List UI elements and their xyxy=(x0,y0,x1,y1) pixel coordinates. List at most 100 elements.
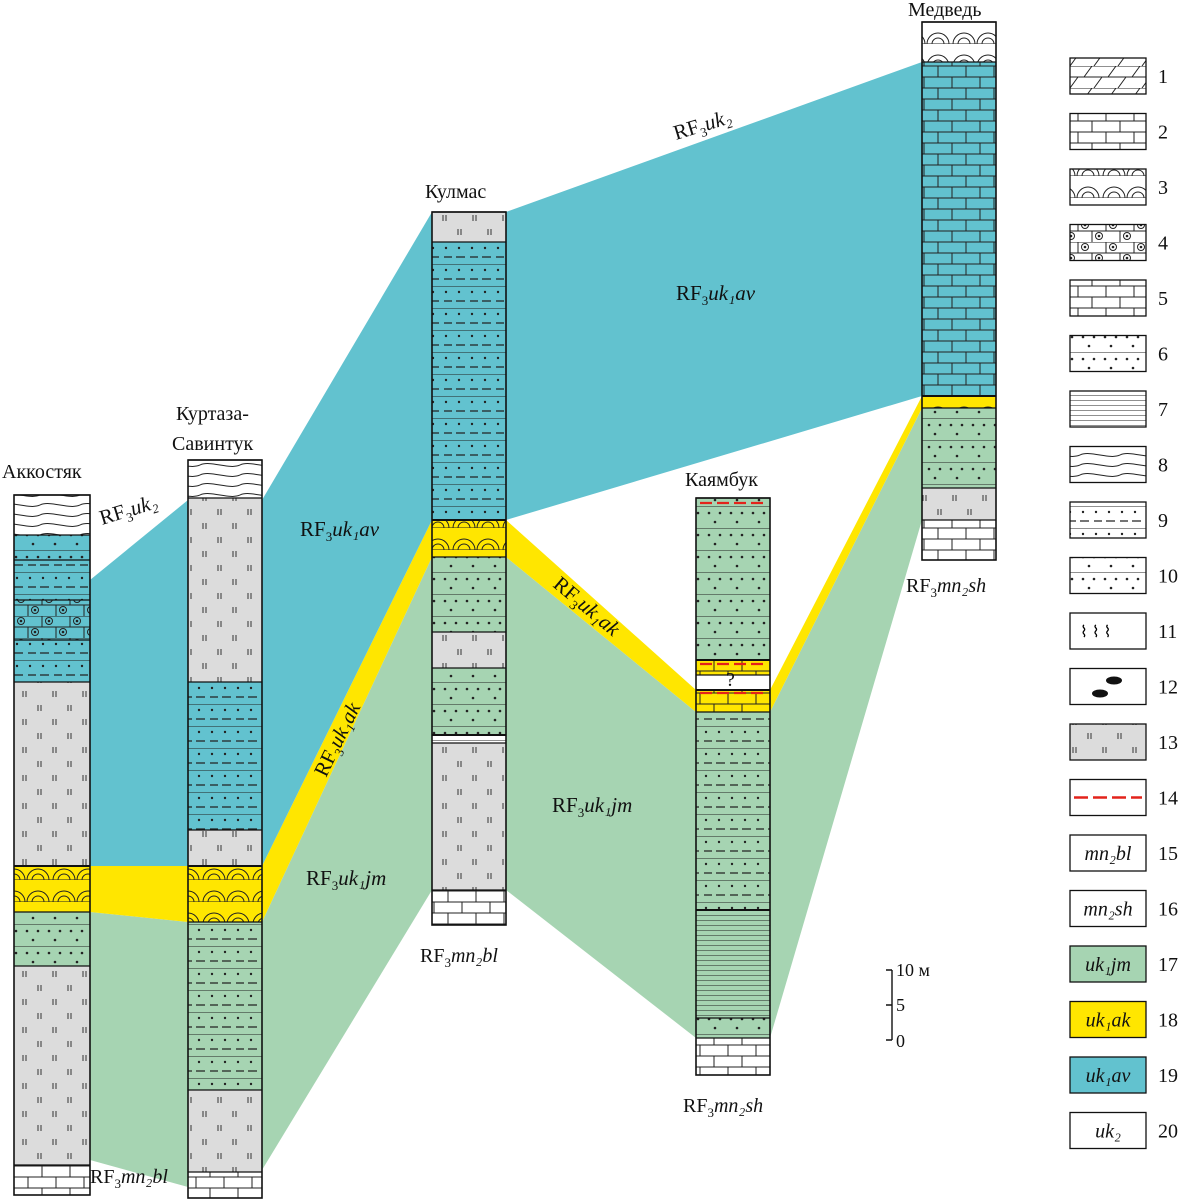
column-kayambuk xyxy=(695,497,771,1076)
label-ukav-right: RF3uk₁av xyxy=(676,281,756,308)
legend-pattern-5 xyxy=(1070,280,1146,316)
layer-pattern-kulmas-8 xyxy=(432,890,506,925)
layer-pattern-kulmas-0 xyxy=(432,212,506,242)
layer-pattern-medved-2 xyxy=(922,396,996,408)
legend-item-3: 3 xyxy=(1069,168,1168,206)
legend-num-13: 13 xyxy=(1158,732,1178,754)
legend-box-18 xyxy=(1070,1001,1146,1038)
layer-pattern-kulmas-2 xyxy=(432,520,506,557)
legend-num-10: 10 xyxy=(1158,566,1178,588)
layer-pattern-akkostyak-0 xyxy=(14,495,90,535)
correlation-zones xyxy=(90,62,922,1187)
legend-num-7: 7 xyxy=(1158,399,1168,421)
base-labels: RF3mn₂bl RF3mn₂bl RF3mn₂sh RF3mn₂sh ? xyxy=(90,575,986,1191)
legend-pattern-2 xyxy=(1070,113,1146,150)
legend-num-2: 2 xyxy=(1158,122,1168,144)
legend-item-12: 12 xyxy=(1069,667,1178,706)
zone-ak-kurt-kul xyxy=(262,520,432,922)
legend-box-16 xyxy=(1070,890,1146,927)
layer-pattern-akkostyak-6 xyxy=(14,866,90,912)
question-mark: ? xyxy=(726,669,735,691)
legend-frame-2 xyxy=(1069,112,1147,151)
layer-pattern-kurtaza-2 xyxy=(188,682,262,830)
legend-pattern-7 xyxy=(1070,391,1146,427)
legend-frame-7 xyxy=(1069,390,1147,428)
legend-pattern-8 xyxy=(1070,446,1146,483)
layer-pattern-kulmas-7 xyxy=(432,743,506,890)
column-frame-medved xyxy=(921,21,997,561)
legend-item-9: 9 xyxy=(1069,501,1168,539)
zone-jm-kul-kay xyxy=(506,557,696,1038)
layer-pattern-kulmas-1 xyxy=(432,242,506,520)
legend-num-18: 18 xyxy=(1158,1010,1178,1032)
layer-pattern-kurtaza-3 xyxy=(188,830,262,866)
layer-pattern-kayambuk-7 xyxy=(696,1038,770,1075)
column-frame-akkostyak xyxy=(13,494,91,1196)
legend-item-2: 2 xyxy=(1069,112,1168,151)
label-ukav-left: RF3uk₁av xyxy=(300,517,380,544)
legend-nodule-b xyxy=(1092,689,1108,698)
title-kayambuk: Каямбук xyxy=(685,469,758,491)
legend-num-15: 15 xyxy=(1158,843,1178,865)
legend-box-17 xyxy=(1070,946,1146,982)
legend-num-14: 14 xyxy=(1158,788,1178,810)
base-medved: RF3mn₂sh xyxy=(906,575,986,600)
column-medved xyxy=(921,21,997,561)
legend-item-4: 4 xyxy=(1069,223,1168,262)
legend-frame-1 xyxy=(1069,57,1147,95)
column-kulmas xyxy=(431,211,507,926)
layer-pattern-kurtaza-0 xyxy=(188,460,262,498)
column-frame-kayambuk xyxy=(695,497,771,1076)
layer-pattern-akkostyak-2 xyxy=(14,560,90,600)
legend-frame-19 xyxy=(1069,1056,1147,1094)
layer-pattern-akkostyak-9 xyxy=(14,1165,90,1195)
base-kulmas: RF3mn₂bl xyxy=(420,945,498,970)
legend-nodule-a xyxy=(1106,676,1122,685)
legend-frame-6 xyxy=(1069,334,1147,373)
layer-pattern-kurtaza-4 xyxy=(188,866,262,922)
legend-item-1: 1 xyxy=(1069,57,1168,95)
label-ukjm-right: RF3uk₁jm xyxy=(552,793,632,820)
layer-pattern-akkostyak-7 xyxy=(14,912,90,966)
zone-av-kurt-kul xyxy=(262,212,432,866)
zone-av-akk-kurt xyxy=(90,500,188,866)
legend-frame-17 xyxy=(1069,945,1147,983)
layer-pattern-kayambuk-4 xyxy=(696,712,770,910)
scale-line xyxy=(886,969,893,1041)
legend-box-12 xyxy=(1070,668,1146,705)
layer-pattern-akkostyak-5 xyxy=(14,682,90,866)
legend-frame-16 xyxy=(1069,889,1147,928)
legend-code-15: mn₂bl xyxy=(1085,843,1132,865)
legend-frame-10 xyxy=(1069,556,1147,595)
layer-pattern-medved-3 xyxy=(922,408,996,488)
legend-code-20: uk₂ xyxy=(1095,1121,1121,1143)
legend-num-17: 17 xyxy=(1158,954,1178,976)
legend-num-3: 3 xyxy=(1158,177,1168,199)
layer-pattern-kulmas-5 xyxy=(432,668,506,735)
layer-pattern-kayambuk-5 xyxy=(696,910,770,1018)
legend-pattern-1 xyxy=(1070,58,1146,94)
section-titles: Аккостяк Куртаза- Савинтук Кулмас Каямбу… xyxy=(2,0,982,491)
layer-pattern-kurtaza-5 xyxy=(188,922,262,1090)
layer-kayambuk-2 xyxy=(696,675,770,690)
label-uk2-left: RF3uk₂ xyxy=(96,489,161,532)
layer-pattern-kurtaza-6 xyxy=(188,1090,262,1172)
legend-fossil-glyphs: ⌇ ⌇ ⌇ xyxy=(1080,624,1111,641)
layer-pattern-kulmas-4 xyxy=(432,632,506,668)
title-medved: Медведь xyxy=(908,0,982,21)
layer-pattern-kayambuk-3 xyxy=(696,690,770,712)
layer-pattern-medved-0 xyxy=(922,22,996,62)
zone-ak-kul-kay xyxy=(506,520,696,712)
layer-pattern-kurtaza-7 xyxy=(188,1172,262,1198)
zone-jm-akk-kurt xyxy=(90,912,188,1187)
legend-frame-18 xyxy=(1069,1000,1147,1039)
layer-pattern-kayambuk-0 xyxy=(696,498,770,660)
scale-0: 0 xyxy=(896,1031,905,1051)
legend-code-17: uk₁jm xyxy=(1085,954,1131,976)
legend-num-9: 9 xyxy=(1158,510,1168,532)
